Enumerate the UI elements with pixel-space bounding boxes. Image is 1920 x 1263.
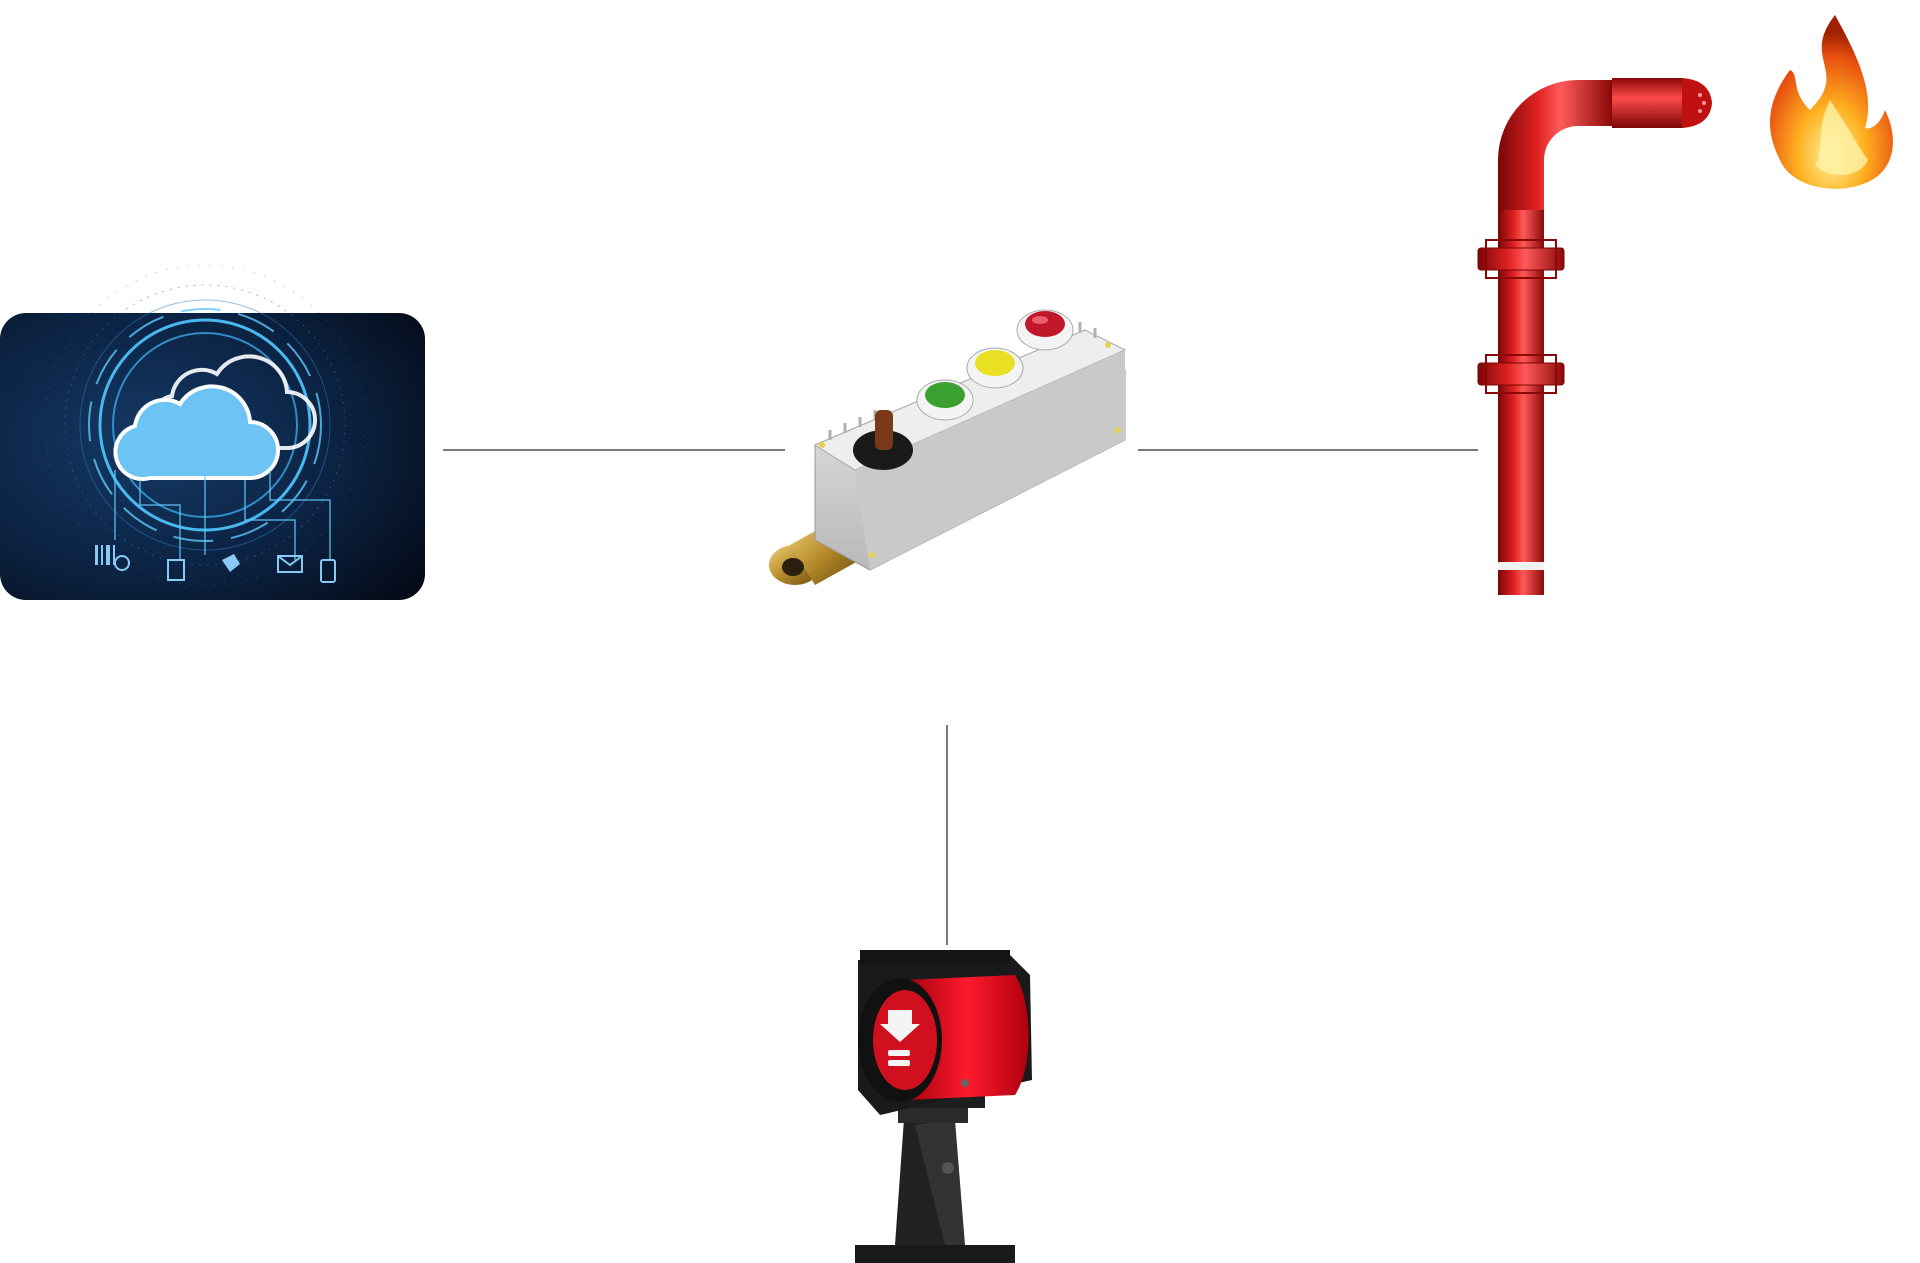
yellow-button[interactable]	[966, 347, 1024, 389]
pipe-flange-lower	[1477, 354, 1565, 394]
red-button[interactable]	[1016, 309, 1074, 351]
flame-detector-icon[interactable]	[855, 950, 1032, 1263]
fire-water-monitor-icon[interactable]	[1477, 78, 1712, 595]
selector-switch[interactable]	[853, 410, 913, 470]
control-button-box-icon[interactable]	[769, 309, 1127, 585]
pipe-flange-upper	[1477, 239, 1565, 279]
green-button[interactable]	[916, 379, 974, 421]
cloud-platform-icon[interactable]	[0, 264, 425, 600]
fire-icon	[1770, 15, 1893, 189]
connector-lines	[443, 449, 1478, 945]
